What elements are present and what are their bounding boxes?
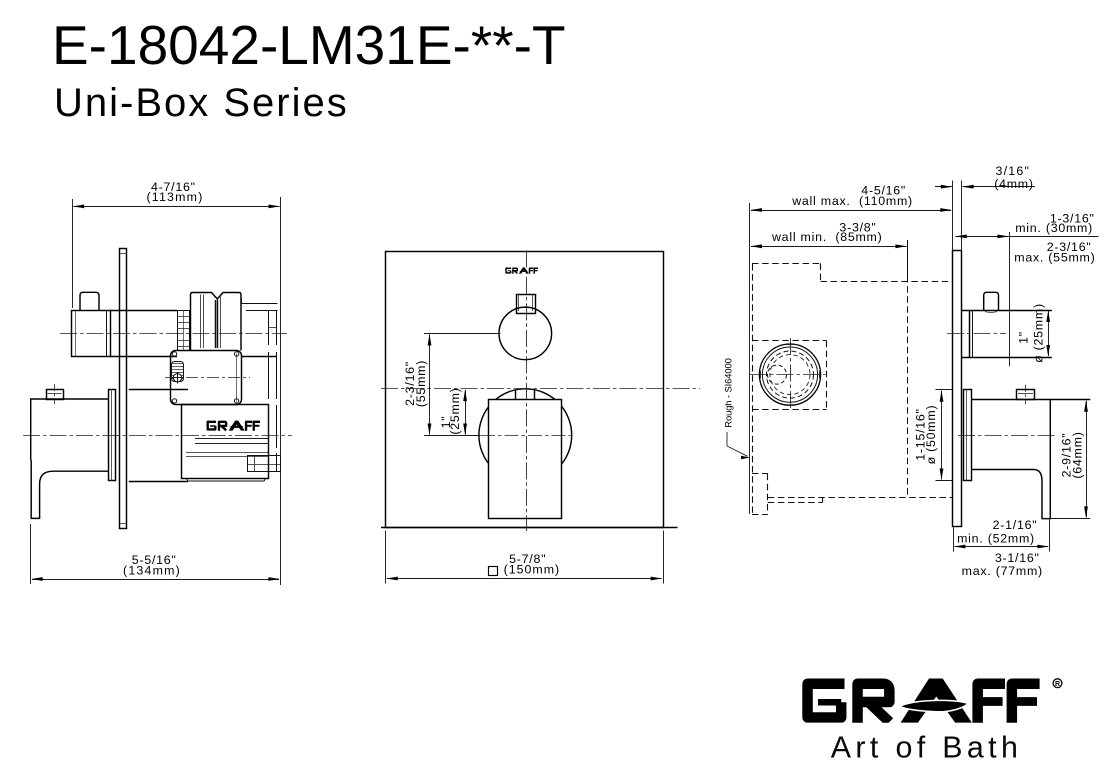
svg-text:3-1/16": 3-1/16" [995,551,1040,565]
svg-text:max. (55mm): max. (55mm) [1014,250,1095,264]
svg-text:(150mm): (150mm) [504,562,561,576]
svg-text:wall min. (85mm): wall min. (85mm) [771,230,883,244]
svg-text:2-3/16": 2-3/16" [403,361,417,406]
svg-text:4-5/16": 4-5/16" [861,183,906,197]
svg-text:ø (25mm): ø (25mm) [1032,303,1046,363]
svg-text:3-3/8": 3-3/8" [839,220,876,234]
svg-text:R: R [1055,681,1060,688]
svg-text:Art of Bath: Art of Bath [831,730,1022,764]
svg-text:2-1/16": 2-1/16" [993,518,1038,532]
svg-text:(64mm): (64mm) [1070,431,1084,478]
svg-text:(4mm): (4mm) [994,177,1034,191]
svg-text:1-3/16": 1-3/16" [1050,211,1095,225]
svg-text:1": 1" [439,416,453,429]
svg-text:2-9/16": 2-9/16" [1059,433,1073,478]
svg-text:ø (50mm): ø (50mm) [924,405,938,465]
svg-text:Rough - SI64000: Rough - SI64000 [723,358,734,427]
svg-text:3/16": 3/16" [996,164,1031,178]
svg-text:(25mm): (25mm) [448,387,462,434]
svg-text:2-3/16": 2-3/16" [1047,240,1092,254]
svg-text:4-7/16": 4-7/16" [151,180,196,194]
svg-text:max. (77mm): max. (77mm) [962,564,1043,578]
svg-text:wall max. (110mm): wall max. (110mm) [791,194,913,208]
svg-text:min. (30mm): min. (30mm) [1015,221,1093,235]
svg-text:min. (52mm): min. (52mm) [957,532,1035,546]
svg-text:5-5/16": 5-5/16" [132,553,177,567]
svg-text:(55mm): (55mm) [414,360,428,407]
svg-text:(134mm): (134mm) [123,564,181,578]
svg-text:(113mm): (113mm) [146,190,203,204]
svg-text:5-7/8": 5-7/8" [509,552,546,566]
svg-text:1": 1" [1016,331,1030,344]
svg-text:1-15/16": 1-15/16" [914,408,928,460]
